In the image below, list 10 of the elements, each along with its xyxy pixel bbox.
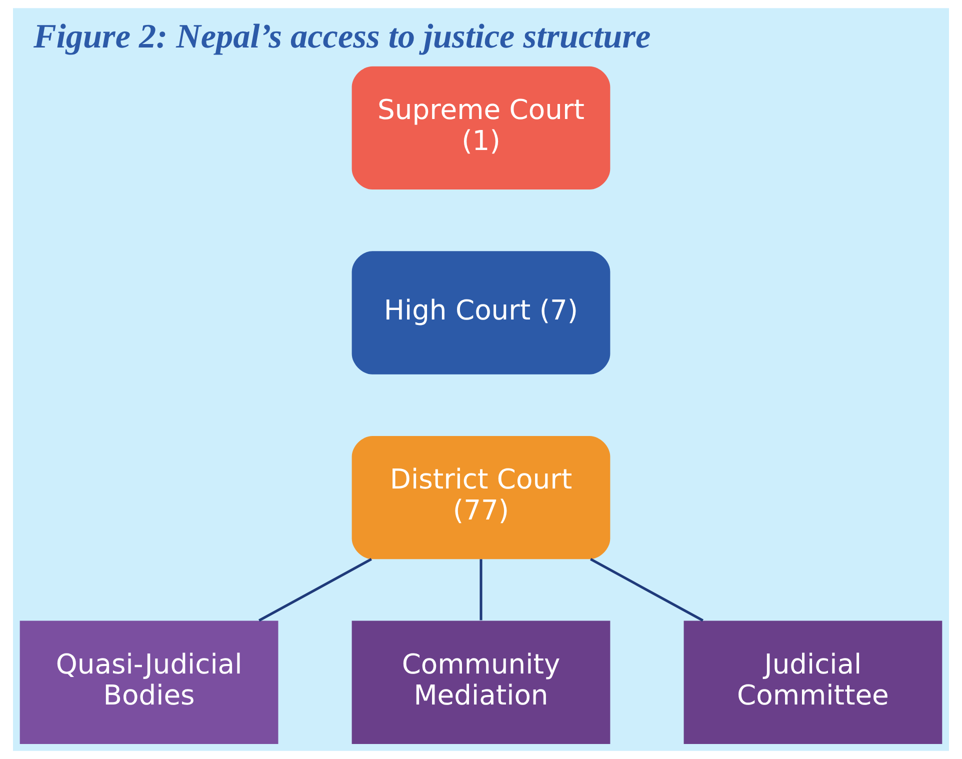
diagram-title: Figure 2: Nepal’s access to justice structure <box>34 18 651 56</box>
node-box: Supreme Court (1) <box>352 66 610 190</box>
node-box: High Court (7) <box>352 251 610 374</box>
node-box: District Court (77) <box>352 436 610 560</box>
node-box: Judicial Committee <box>684 620 942 744</box>
node-box: Community Mediation <box>352 620 610 744</box>
node-box: Quasi-Judicial Bodies <box>20 620 278 744</box>
connector <box>480 559 482 620</box>
connector <box>590 558 704 622</box>
connector <box>258 558 372 622</box>
